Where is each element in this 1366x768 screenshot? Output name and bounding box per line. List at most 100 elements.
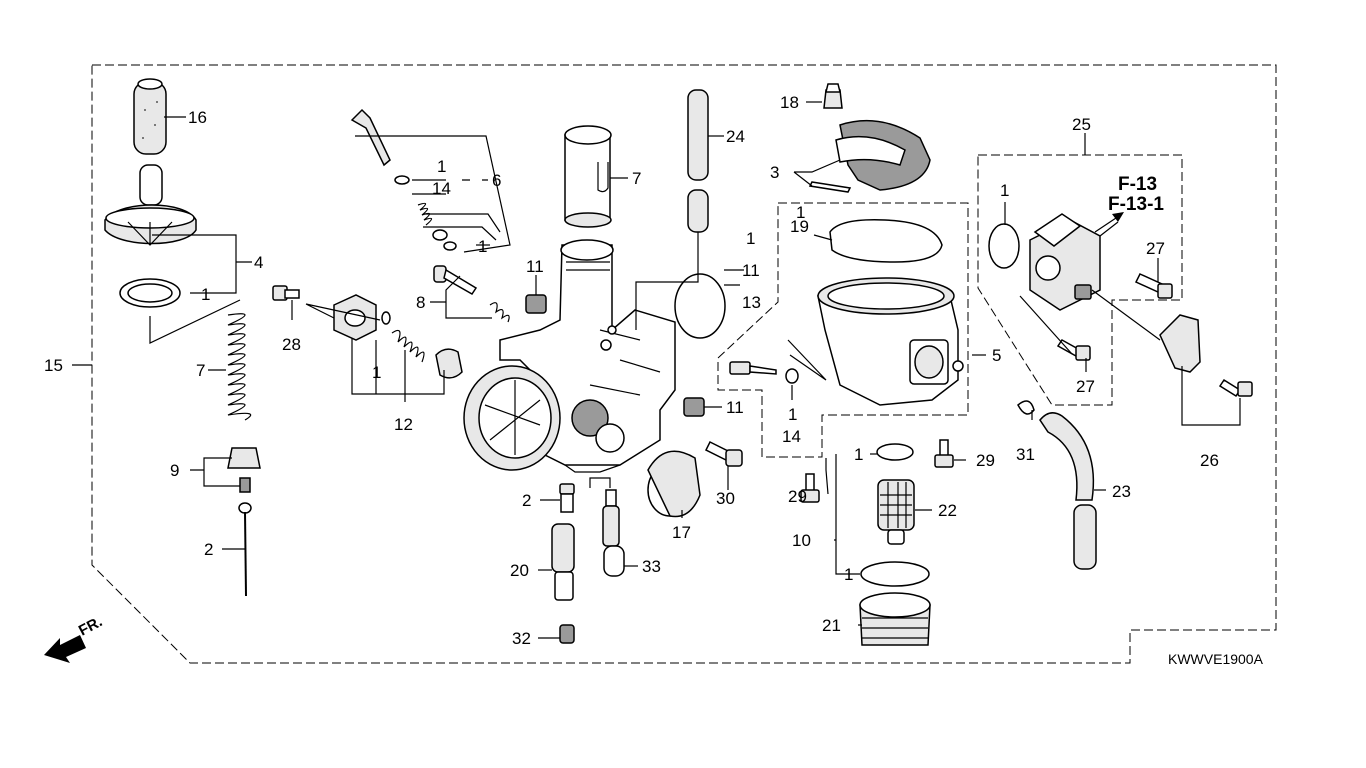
part-19-gasket — [829, 219, 943, 263]
callout-1-ring-top: 1 — [437, 157, 446, 176]
callout-18: 18 — [780, 93, 799, 112]
callout-9: 9 — [170, 461, 179, 480]
part-29-screw-b — [800, 473, 820, 503]
callout-27-b: 27 — [1076, 377, 1095, 396]
part-cover-plate — [333, 294, 391, 341]
callout-7-slide: 7 — [632, 169, 641, 188]
callout-25: 25 — [1072, 115, 1091, 134]
callout-1-ring-low: 1 — [478, 237, 487, 256]
reference-arrow-head — [1112, 212, 1124, 222]
callout-2-jet: 2 — [522, 491, 531, 510]
part-1-seal — [119, 278, 181, 308]
callout-22: 22 — [938, 501, 957, 520]
part-20-needle-jet — [551, 523, 575, 601]
callout-numbers: 16 4 1 15 7 9 2 28 1 12 8 6 1 14 1 11 7 … — [44, 93, 1219, 648]
part-32-jet — [559, 624, 575, 644]
callout-8: 8 — [416, 293, 425, 312]
callout-30: 30 — [716, 489, 735, 508]
auto-choke-frame — [977, 154, 1183, 406]
direction-arrow — [44, 635, 86, 663]
callout-1-filter-top: 1 — [854, 445, 863, 464]
callout-3: 3 — [770, 163, 779, 182]
callout-1-oring: 1 — [746, 229, 755, 248]
callout-17: 17 — [672, 523, 691, 542]
part-11-rubber-a — [525, 294, 547, 314]
part-2-main-jet — [559, 483, 575, 513]
part-24-tube — [687, 89, 709, 233]
reference-f13-1: F-13-1 — [1108, 194, 1164, 215]
part-air-screw — [729, 361, 799, 384]
callout-19: 19 — [790, 217, 809, 236]
callout-12: 12 — [394, 415, 413, 434]
part-1-drain-gasket-top — [876, 443, 914, 461]
callout-7-spring: 7 — [196, 361, 205, 380]
callout-1-float: 1 — [796, 203, 805, 222]
part-8-throttle-stop-screw — [433, 265, 510, 323]
callout-1-screw: 1 — [788, 405, 797, 424]
part-1-drain-gasket-bottom — [860, 561, 930, 587]
float-chamber-frame — [717, 202, 969, 458]
callout-14-mid: 14 — [782, 427, 801, 446]
part-18-float-valve — [823, 83, 843, 109]
part-26-bracket — [1159, 314, 1253, 398]
callout-2-needle: 2 — [204, 540, 213, 559]
part-33-slow-jet — [602, 489, 625, 577]
callout-32: 32 — [512, 629, 531, 648]
part-7-spring — [227, 313, 252, 421]
callout-23: 23 — [1112, 482, 1131, 501]
part-21-drain-cup — [859, 592, 931, 646]
callout-24: 24 — [726, 127, 745, 146]
callout-16: 16 — [188, 108, 207, 127]
part-27-screw-a — [1134, 273, 1173, 299]
part-2-jet-needle — [238, 502, 252, 597]
callout-6: 6 — [492, 171, 501, 190]
callout-1-valve: 1 — [1000, 181, 1009, 200]
callout-15: 15 — [44, 356, 63, 375]
part-6-pilot-screw — [350, 108, 457, 251]
callout-11-c: 11 — [726, 398, 744, 417]
part-28-screw — [272, 285, 300, 301]
callout-11-a: 11 — [526, 257, 544, 276]
callout-4: 4 — [254, 253, 263, 272]
part-13-o-ring — [674, 273, 726, 339]
callout-29-b: 29 — [788, 487, 807, 506]
part-16-cover — [133, 78, 167, 155]
part-30-screw — [704, 440, 743, 467]
callout-1-gasket: 1 — [372, 363, 381, 382]
callout-29-a: 29 — [976, 451, 995, 470]
callout-28: 28 — [282, 335, 301, 354]
part-7-throttle-valve — [564, 125, 612, 228]
part-25-auto-choke — [1029, 213, 1101, 311]
part-31-clip — [1017, 400, 1035, 415]
reference-f13: F-13 — [1118, 174, 1157, 195]
part-12-spring — [391, 329, 463, 379]
callout-1-seal: 1 — [201, 285, 210, 304]
callout-11-b: 11 — [742, 261, 760, 280]
callout-31: 31 — [1016, 445, 1035, 464]
part-5-float-chamber — [817, 277, 964, 406]
callout-33: 33 — [642, 557, 661, 576]
part-29-screw-a — [934, 439, 954, 468]
carburetor-body — [463, 239, 676, 473]
part-22-filter — [877, 479, 915, 545]
callout-14-top: 14 — [432, 179, 451, 198]
diagram-code: KWWVE1900A — [1168, 651, 1264, 667]
part-11-rubber-b — [683, 397, 705, 417]
part-4-diaphragm — [104, 164, 197, 246]
part-3-float — [808, 119, 931, 193]
callout-5: 5 — [992, 346, 1001, 365]
part-17-cap — [647, 450, 701, 518]
callout-27-a: 27 — [1146, 239, 1165, 258]
callout-26: 26 — [1200, 451, 1219, 470]
direction-label: FR. — [76, 613, 105, 639]
part-23-hose — [1039, 412, 1097, 570]
callout-1-filter-bottom: 1 — [844, 565, 853, 584]
callout-13: 13 — [742, 293, 761, 312]
callout-10: 10 — [792, 531, 811, 550]
leader-lines — [72, 101, 1241, 639]
part-1-choke-o-ring — [988, 223, 1020, 269]
callout-20: 20 — [510, 561, 529, 580]
assembly-frame — [91, 64, 1277, 664]
callout-21: 21 — [822, 616, 841, 635]
